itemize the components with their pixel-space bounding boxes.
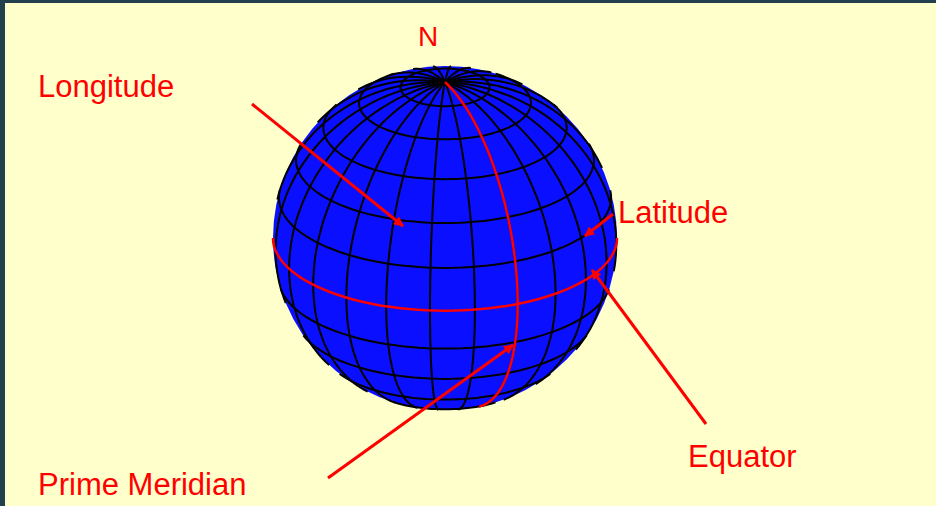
callout-label: Latitude [618, 196, 728, 230]
meridian-line [445, 82, 616, 271]
callout-label: Prime Meridian [38, 468, 246, 502]
meridian-line [445, 82, 518, 407]
pole-label: N [418, 22, 438, 53]
meridian-line [445, 71, 491, 82]
equator-line [273, 238, 617, 311]
meridian-line [445, 82, 475, 409]
parallel-line [296, 144, 594, 223]
meridian-line [430, 82, 445, 410]
parallel-line [281, 289, 609, 348]
leader-arrow [328, 345, 513, 478]
parallel-line [303, 335, 586, 379]
reference-lines [273, 82, 617, 407]
parallel-line [340, 374, 551, 400]
meridian-line [386, 82, 445, 408]
graticule [276, 66, 617, 410]
leader-arrow [592, 270, 706, 424]
prime-meridian-line [445, 82, 518, 407]
meridian-line [277, 82, 445, 199]
frame-strip [0, 0, 5, 506]
leader-arrow [585, 214, 613, 236]
meridian-line [445, 82, 602, 168]
parallel-line [323, 104, 566, 179]
frame-strip [0, 0, 936, 3]
parallel-line [279, 190, 611, 268]
meridian-line [313, 82, 445, 392]
callout-label: Longitude [38, 70, 174, 104]
leader-arrow [252, 104, 403, 226]
parallel-line [401, 69, 490, 107]
callout-label: Equator [688, 440, 797, 474]
globe-sphere [273, 66, 617, 410]
